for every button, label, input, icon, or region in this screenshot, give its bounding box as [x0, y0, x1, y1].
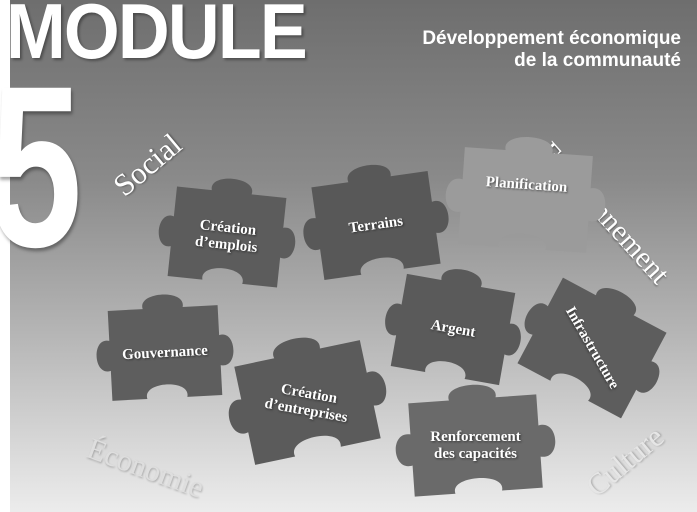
subtitle-line-1: Développement économique — [422, 28, 681, 49]
piece-label: Renforcement des capacités — [430, 428, 521, 462]
theme-economy: Économie — [82, 432, 209, 505]
piece-label: Création d’entreprises — [263, 380, 349, 426]
puzzle-piece-renforcement: Renforcement des capacités — [384, 372, 568, 512]
left-margin — [0, 0, 10, 512]
puzzle-piece-creation-entreprises: Création d’entreprises — [207, 313, 408, 491]
subtitle-line-2: de la communauté — [514, 50, 681, 71]
piece-label: Planification — [485, 173, 568, 196]
puzzle-piece-planification: Planification — [433, 124, 617, 276]
module-number: 5 — [0, 52, 82, 282]
page-subtitle: Développement économique de la communaut… — [422, 28, 681, 72]
module-title: MODULE — [6, 0, 308, 75]
